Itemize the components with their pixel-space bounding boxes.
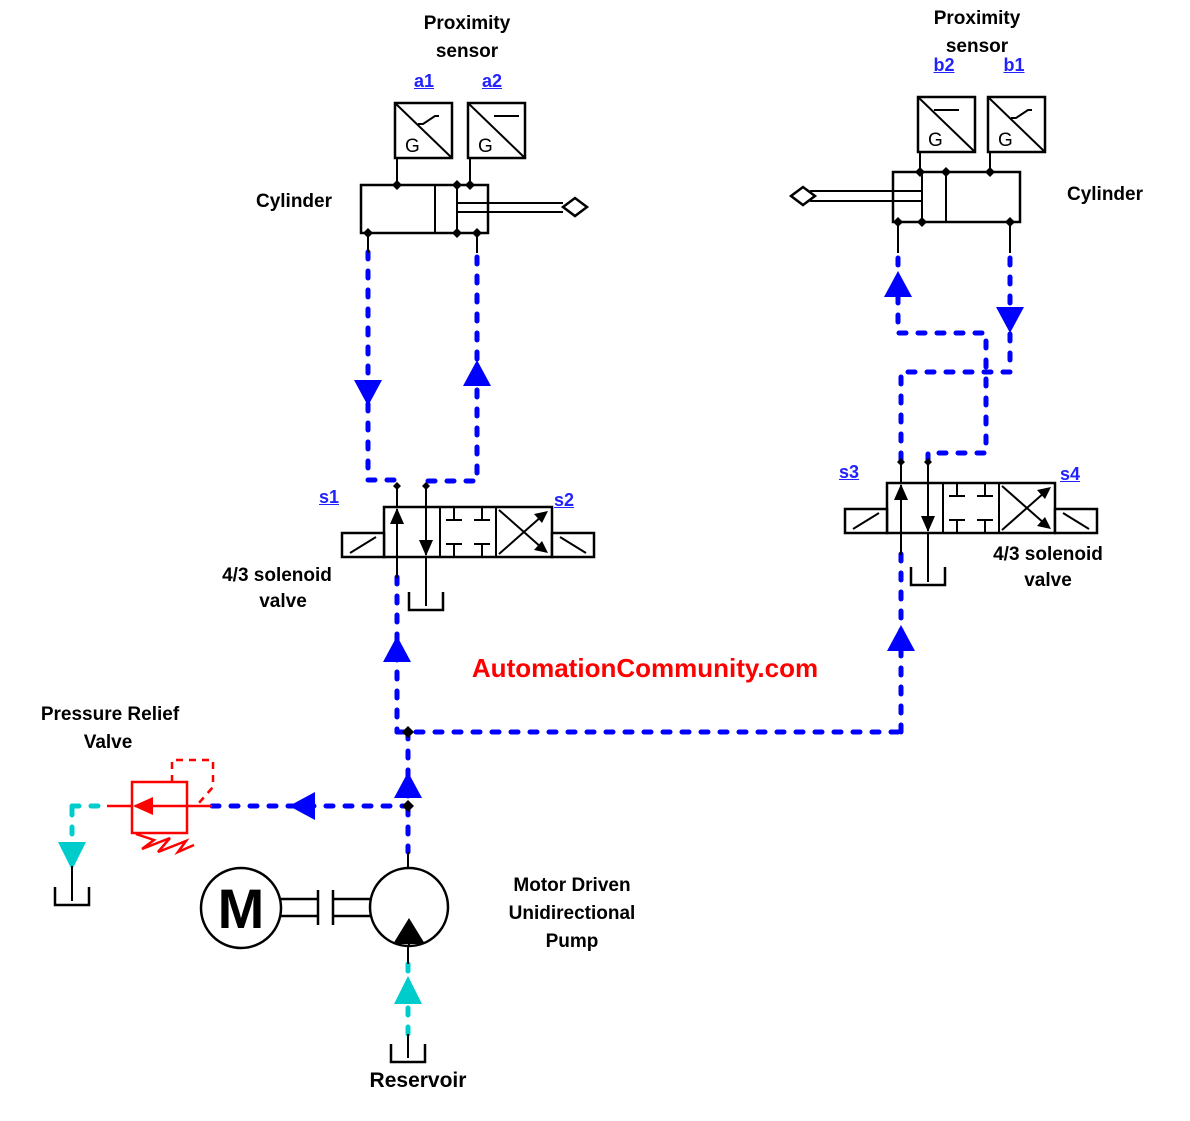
watermark: AutomationCommunity.com [471,653,819,683]
proximity-sensor-b2[interactable]: G [916,95,977,154]
proximity-sensor-label-right-1: Proximity [933,8,1021,29]
reservoir-label: Reservoir [369,1069,467,1092]
contact-icon [1011,109,1032,119]
flow-arrow-up [394,772,422,798]
sensor-glyph: G [998,130,1013,151]
sensor-tag-a1[interactable]: a1 [413,71,435,91]
tank-symbols[interactable] [53,567,947,1064]
reservoir-tank-icon[interactable] [389,1044,427,1064]
proximity-sensor-b1[interactable]: G [986,95,1047,154]
rod-end-icon [788,185,818,207]
sensor-tag-b2[interactable]: b2 [933,55,955,75]
sensor-glyph: G [928,130,943,151]
solenoid-tag-s4[interactable]: s4 [1059,464,1081,484]
suction-arrow-up [394,976,422,1004]
solenoid-tag-s1[interactable]: s1 [318,487,340,507]
proximity-sensor-label-left-1: Proximity [423,13,511,34]
solenoid-valve-left[interactable] [340,505,596,559]
tank-icon[interactable] [909,567,947,587]
prv-label-1: Pressure Relief [40,704,180,725]
cylinder-label-left: Cylinder [255,191,333,212]
pump-triangle-icon [393,918,425,944]
valve-label-left-1: 4/3 solenoid [222,565,332,586]
pump[interactable] [368,866,450,948]
flow-arrow-up [887,625,915,651]
flow-line [425,249,480,484]
proximity-sensor-a1[interactable]: G [393,101,454,160]
pump-label-3: Pump [545,931,599,952]
flow-arrow-down [996,307,1024,333]
tank-icon[interactable] [53,887,91,907]
solenoid-tag-s3[interactable]: s3 [838,462,860,482]
flow-line [898,249,1013,463]
tank-icon[interactable] [407,592,445,612]
valve-label-right-1: 4/3 solenoid [993,544,1103,565]
flow-arrow-up [463,360,491,386]
pump-label-1: Motor Driven [513,875,631,896]
contact-icon [418,115,439,125]
solenoid-tag-s2[interactable]: s2 [553,490,575,510]
flow-arrows [289,271,1024,820]
sensor-glyph: G [405,136,420,157]
proximity-sensor-label-left-2: sensor [435,41,499,62]
connection-stems [71,150,1011,1058]
flow-line [365,249,397,483]
suction-lines [58,803,422,1037]
cylinder-left[interactable] [359,183,590,235]
flow-line [895,249,989,464]
coupling-icon [281,890,370,925]
pressure-flow-lines [209,249,1013,855]
proximity-sensor-a2[interactable]: G [466,101,527,160]
pilot-line [170,758,215,805]
flow-arrow-up [383,636,411,662]
flow-arrow-left [289,792,315,820]
valve-label-right-2: valve [1024,570,1072,591]
motor[interactable]: M [199,866,370,950]
sensor-tag-b1[interactable]: b1 [1003,55,1025,75]
cylinder-label-right: Cylinder [1066,184,1144,205]
pressure-relief-valve[interactable] [107,758,215,855]
flow-arrow-down [354,380,382,406]
flow-arrow-up [884,271,912,297]
cylinder-right[interactable] [788,170,1022,224]
rod-end-icon [560,196,590,218]
sensor-tag-a2[interactable]: a2 [481,71,503,91]
valve-label-left-2: valve [259,591,307,612]
sensor-glyph: G [478,136,493,157]
relief-arrow-icon [133,797,153,815]
suction-arrow-down [58,842,86,870]
junction-dots [363,167,1015,812]
solenoid-valve-right[interactable] [843,481,1099,535]
proximity-sensor-label-right-2: sensor [945,36,1009,57]
pump-label-2: Unidirectional [508,903,636,924]
spring-icon [135,832,195,855]
prv-label-2: Valve [83,732,133,753]
motor-letter: M [218,877,265,940]
